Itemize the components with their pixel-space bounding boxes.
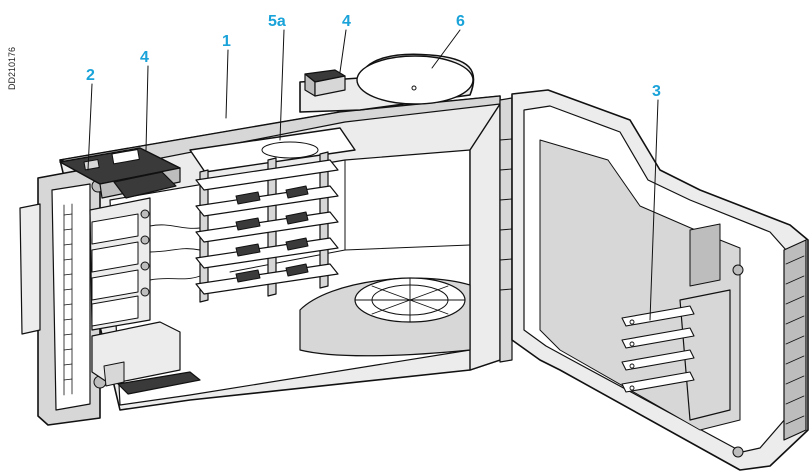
callout-6-label: 6 (456, 13, 465, 30)
callout-5a: 5a (268, 13, 286, 141)
switch-mechanism (149, 127, 356, 303)
face-plate-grille (63, 203, 73, 396)
callout-5a-label: 5a (268, 13, 286, 30)
callout-2-label: 2 (86, 67, 95, 84)
rotary-cover (299, 53, 475, 113)
bottom-slider (91, 321, 201, 395)
callout-6: 6 (431, 13, 465, 69)
callout-4-right: 4 (339, 13, 351, 73)
callout-2: 2 (86, 67, 95, 171)
callout-4-left-label: 4 (140, 49, 149, 66)
connector-block (59, 147, 181, 199)
terminal-blocks (89, 197, 151, 331)
door-contacts (621, 223, 731, 421)
callout-3-label: 3 (652, 83, 661, 100)
callout-4-left: 4 (140, 49, 149, 151)
callout-4-right-label: 4 (342, 13, 351, 30)
callout-1: 1 (222, 33, 231, 119)
document-reference-code: DD210176 (7, 47, 17, 90)
callout-1-label: 1 (222, 33, 231, 50)
hinged-door (499, 89, 809, 471)
callout-3: 3 (649, 83, 661, 321)
